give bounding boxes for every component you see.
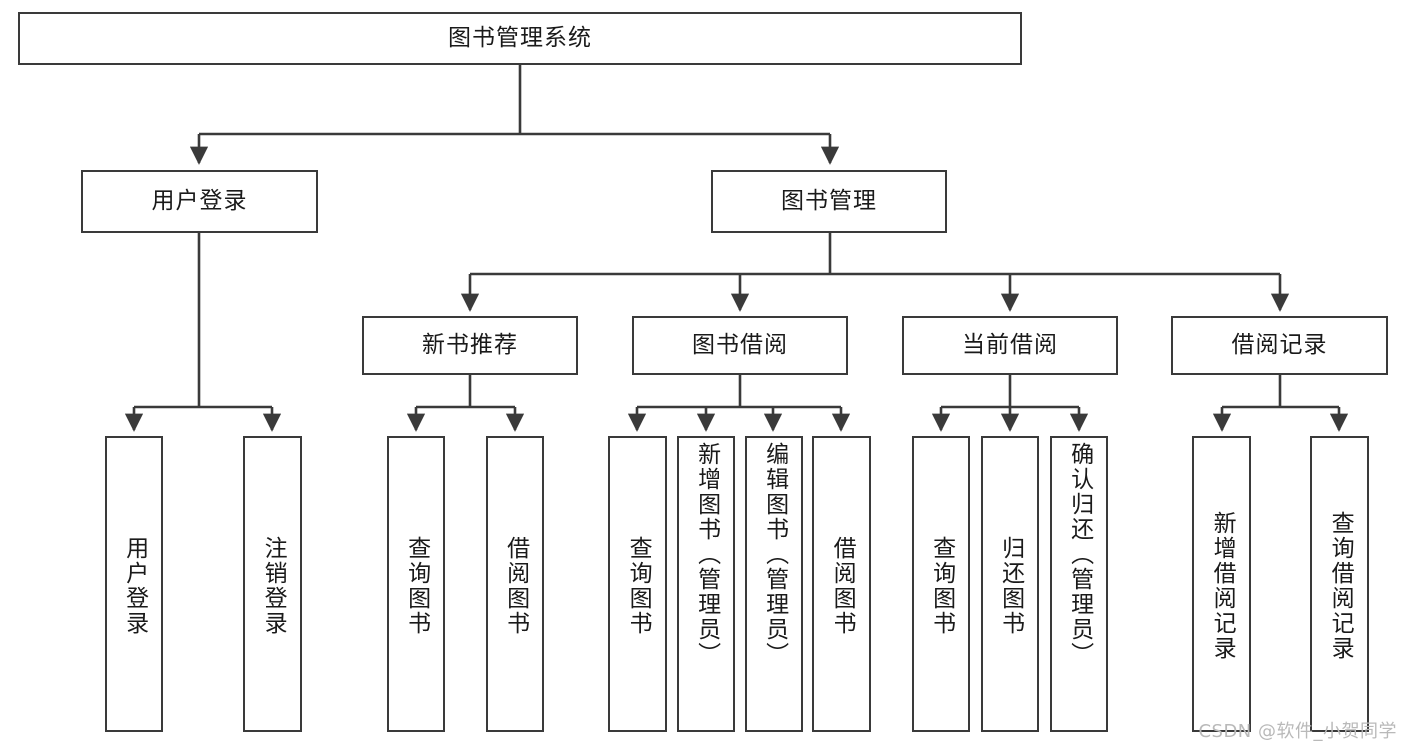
node-leaf-query-book-1-label: 查询图书 <box>403 536 430 636</box>
node-leaf-edit-book-label: 编辑图书（管理员） <box>761 442 788 667</box>
node-current-borrow[interactable]: 当前借阅 <box>902 316 1118 375</box>
watermark: CSDN @软件_小贺同学 <box>1198 721 1397 742</box>
node-root-label: 图书管理系统 <box>448 25 592 51</box>
node-leaf-add-record[interactable]: 新增借阅记录 <box>1192 436 1251 732</box>
node-leaf-borrow-book-1[interactable]: 借阅图书 <box>486 436 544 732</box>
node-root[interactable]: 图书管理系统 <box>18 12 1022 65</box>
node-leaf-return-book[interactable]: 归还图书 <box>981 436 1039 732</box>
node-book-manage-label: 图书管理 <box>781 188 877 214</box>
node-leaf-borrow-book-1-label: 借阅图书 <box>502 536 529 636</box>
node-leaf-query-book-2-label: 查询图书 <box>625 536 652 636</box>
node-leaf-borrow-book-2[interactable]: 借阅图书 <box>812 436 871 732</box>
node-current-borrow-label: 当前借阅 <box>962 332 1058 358</box>
node-leaf-confirm-return-label: 确认归还（管理员） <box>1066 442 1093 667</box>
node-user-login[interactable]: 用户登录 <box>81 170 318 233</box>
node-leaf-confirm-return[interactable]: 确认归还（管理员） <box>1050 436 1108 732</box>
node-borrow-record-label: 借阅记录 <box>1231 332 1328 358</box>
node-leaf-query-record-label: 查询借阅记录 <box>1327 511 1354 661</box>
node-leaf-query-book-3[interactable]: 查询图书 <box>912 436 970 732</box>
node-new-book-rec[interactable]: 新书推荐 <box>362 316 578 375</box>
node-leaf-query-book-1[interactable]: 查询图书 <box>387 436 445 732</box>
node-leaf-add-book-label: 新增图书（管理员） <box>693 442 720 667</box>
node-user-login-label: 用户登录 <box>151 188 248 214</box>
node-leaf-add-book[interactable]: 新增图书（管理员） <box>677 436 735 732</box>
node-borrow-record[interactable]: 借阅记录 <box>1171 316 1388 375</box>
node-leaf-user-login[interactable]: 用户登录 <box>105 436 163 732</box>
node-leaf-edit-book[interactable]: 编辑图书（管理员） <box>745 436 803 732</box>
node-leaf-query-book-2[interactable]: 查询图书 <box>608 436 667 732</box>
node-book-manage[interactable]: 图书管理 <box>711 170 947 233</box>
node-book-borrow[interactable]: 图书借阅 <box>632 316 848 375</box>
node-leaf-query-book-3-label: 查询图书 <box>928 536 955 636</box>
node-new-book-rec-label: 新书推荐 <box>422 332 518 358</box>
node-leaf-query-record[interactable]: 查询借阅记录 <box>1310 436 1369 732</box>
node-leaf-borrow-book-2-label: 借阅图书 <box>829 536 856 636</box>
node-leaf-return-book-label: 归还图书 <box>997 536 1024 636</box>
node-leaf-user-login-label: 用户登录 <box>121 536 148 636</box>
node-book-borrow-label: 图书借阅 <box>692 332 788 358</box>
node-leaf-user-logout-label: 注销登录 <box>260 536 287 636</box>
node-leaf-user-logout[interactable]: 注销登录 <box>243 436 302 732</box>
node-leaf-add-record-label: 新增借阅记录 <box>1209 511 1236 661</box>
